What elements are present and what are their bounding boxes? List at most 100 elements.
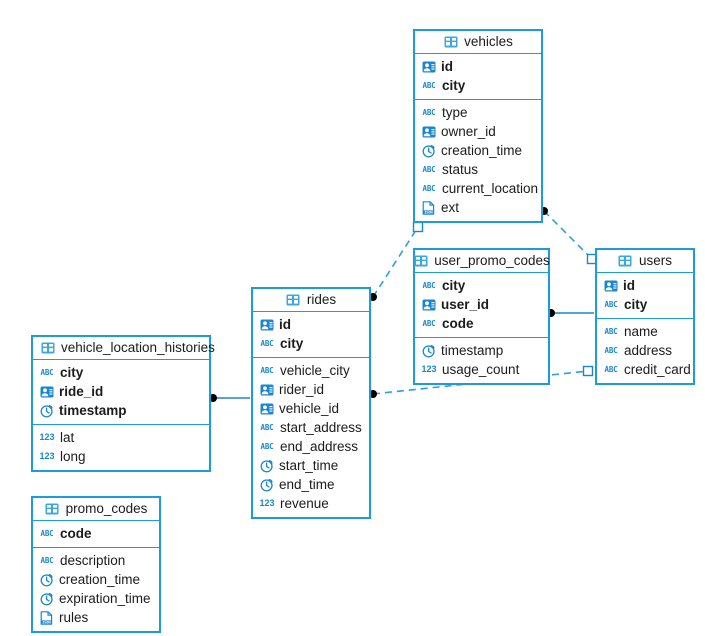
relationship-line — [543, 210, 593, 260]
field-row[interactable]: ABC name — [597, 322, 693, 341]
table-icon — [413, 254, 428, 268]
field-name-label: current_location — [442, 181, 539, 196]
clock-icon — [259, 478, 274, 492]
table-header-promo_codes[interactable]: promo_codes — [33, 498, 159, 521]
field-row[interactable]: timestamp — [33, 401, 209, 420]
table-header-vehicle_location_histories[interactable]: vehicle_location_histories — [33, 337, 215, 360]
field-row[interactable]: owner_id — [415, 122, 541, 141]
field-row[interactable]: id — [597, 276, 693, 295]
field-row[interactable]: user_id — [415, 295, 548, 314]
field-name-label: ride_id — [59, 384, 104, 399]
table-name-label: users — [638, 253, 672, 268]
abc-text-icon: ABC — [422, 183, 436, 193]
field-name-label: type — [442, 105, 468, 120]
field-name-label: owner_id — [441, 124, 496, 139]
field-row[interactable]: id — [253, 315, 369, 334]
field-row[interactable]: ABC current_location — [415, 179, 541, 198]
field-name-label: start_address — [280, 420, 362, 435]
field-name-label: vehicle_city — [280, 363, 350, 378]
field-row[interactable]: start_time — [253, 456, 369, 475]
field-row[interactable]: 123 usage_count — [415, 360, 548, 379]
field-row[interactable]: creation_time — [33, 570, 159, 589]
number-123-icon: 123 — [421, 364, 437, 374]
table-name-label: user_promo_codes — [434, 253, 550, 268]
svg-text:JSON: JSON — [42, 620, 51, 624]
table-header-user_promo_codes[interactable]: user_promo_codes — [413, 250, 550, 273]
field-name-label: name — [624, 324, 658, 339]
field-row[interactable]: creation_time — [415, 141, 541, 160]
field-name-label: usage_count — [442, 362, 520, 377]
abc-text-icon: ABC — [40, 555, 54, 565]
relationship-rel-vlh-rides[interactable] — [209, 394, 250, 402]
abc-text-icon: ABC — [260, 422, 274, 432]
table-icon — [45, 502, 60, 516]
field-row[interactable]: rider_id — [253, 380, 369, 399]
field-name-label: id — [441, 59, 453, 74]
id-card-icon — [259, 318, 274, 332]
abc-text-icon: ABC — [40, 367, 54, 377]
field-name-label: rider_id — [279, 382, 325, 397]
field-row[interactable]: ABC start_address — [253, 418, 369, 437]
clock-icon — [421, 344, 436, 358]
field-name-label: description — [60, 553, 126, 568]
json-document-icon: JSON — [421, 200, 436, 215]
abc-text-icon: ABC — [604, 364, 618, 374]
field-row[interactable]: vehicle_id — [253, 399, 369, 418]
table-header-users[interactable]: users — [597, 250, 693, 273]
field-row[interactable]: id — [415, 57, 541, 76]
field-name-label: timestamp — [441, 343, 504, 358]
field-name-label: credit_card — [624, 362, 691, 377]
field-name-label: vehicle_id — [279, 401, 340, 416]
field-row[interactable]: ride_id — [33, 382, 209, 401]
clock-icon — [259, 459, 274, 473]
table-header-vehicles[interactable]: vehicles — [415, 31, 541, 54]
field-row[interactable]: timestamp — [415, 341, 548, 360]
relationship-rel-upc-users[interactable] — [547, 309, 594, 317]
abc-text-icon: ABC — [422, 280, 436, 290]
field-name-label: end_address — [280, 439, 359, 454]
field-name-label: timestamp — [59, 403, 127, 418]
id-card-icon — [39, 385, 54, 399]
clock-icon — [421, 144, 436, 158]
field-row[interactable]: expiration_time — [33, 589, 159, 608]
field-name-label: revenue — [280, 496, 329, 511]
field-name-label: expiration_time — [59, 591, 151, 606]
field-row[interactable]: ABC credit_card — [597, 360, 693, 379]
id-card-icon — [421, 125, 436, 139]
table-name-label: vehicles — [464, 34, 513, 49]
abc-text-icon: ABC — [604, 326, 618, 336]
table-header-rides[interactable]: rides — [253, 289, 369, 312]
field-row[interactable]: end_time — [253, 475, 369, 494]
field-row[interactable]: ABC description — [33, 551, 159, 570]
number-123-icon: 123 — [39, 432, 55, 442]
